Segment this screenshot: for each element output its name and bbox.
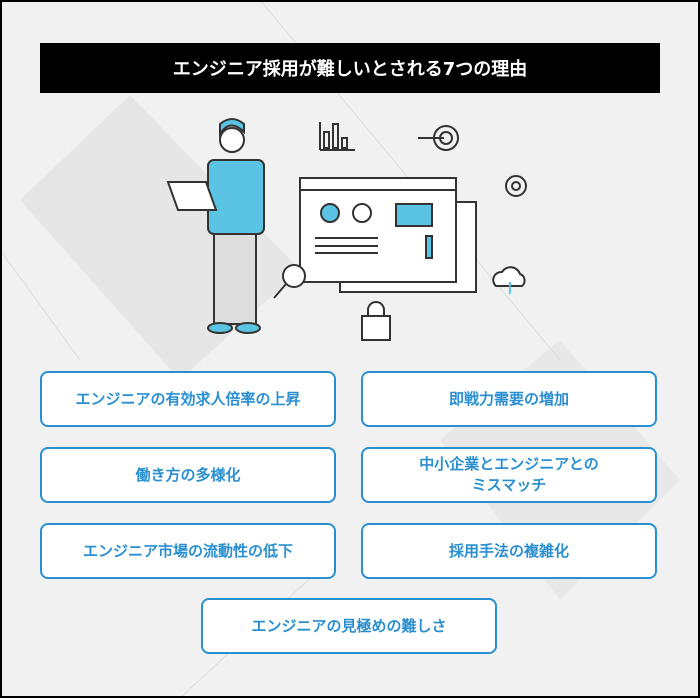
reason-card-7: エンジニアの見極めの難しさ [201, 598, 497, 654]
page-title: エンジニア採用が難しいとされる7つの理由 [40, 43, 660, 93]
lock-icon [361, 301, 391, 341]
target-icon [418, 125, 459, 151]
reason-card-1: エンジニアの有効求人倍率の上昇 [40, 371, 336, 427]
reason-card-3: 働き方の多様化 [40, 447, 336, 503]
reason-card-4: 中小企業とエンジニアとの ミスマッチ [361, 447, 657, 503]
reason-card-5: エンジニア市場の流動性の低下 [40, 523, 336, 579]
reason-card-2: 即戦力需要の増加 [361, 371, 657, 427]
reason-card-6: 採用手法の複雑化 [361, 523, 657, 579]
magnifier-icon [273, 264, 306, 299]
cloud-download-icon [492, 266, 526, 294]
bar-chart-icon [319, 122, 355, 151]
person-icon [166, 118, 265, 334]
browser-window-icon [299, 177, 477, 293]
gear-icon [505, 175, 527, 197]
engineer-illustration [166, 118, 527, 341]
